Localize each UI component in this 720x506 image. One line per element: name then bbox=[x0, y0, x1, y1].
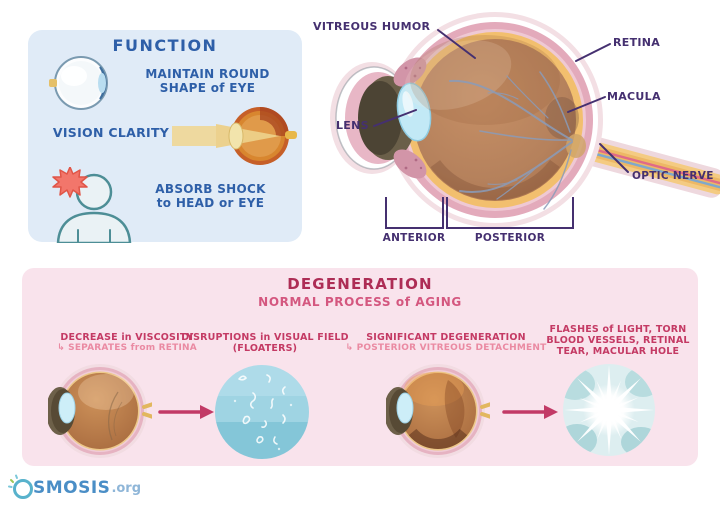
degenerating-eye-icon bbox=[48, 364, 152, 458]
flashes-circle-icon bbox=[563, 364, 655, 456]
floaters-circle-icon bbox=[215, 365, 309, 459]
stage-4-heading: FLASHES of LIGHT, TORN BLOOD VESSELS, RE… bbox=[546, 324, 690, 357]
function-item-vision: VISION CLARITY bbox=[36, 126, 186, 140]
label-anterior: ANTERIOR bbox=[382, 232, 446, 244]
label-optic-nerve: OPTIC NERVE bbox=[632, 170, 714, 182]
function-item-maintain-line1: MAINTAIN ROUND bbox=[145, 67, 270, 81]
osmosis-o-icon bbox=[8, 474, 33, 499]
logo-suffix: .org bbox=[111, 480, 142, 496]
stage-2-subheading: (FLOATERS) bbox=[232, 343, 298, 354]
label-macula: MACULA bbox=[607, 90, 661, 103]
label-posterior: POSTERIOR bbox=[474, 232, 546, 244]
impact-star bbox=[52, 167, 88, 198]
stage-1-heading-block: DECREASE in VISCOSITY ↳ SEPARATES from R… bbox=[37, 332, 217, 354]
degeneration-subtitle: NORMAL PROCESS of AGING bbox=[258, 295, 462, 309]
vision-beam-icon bbox=[172, 107, 297, 165]
degeneration-panel: DEGENERATION NORMAL PROCESS of AGING DEC… bbox=[22, 268, 698, 466]
person-impact-icon bbox=[52, 167, 132, 243]
function-panel: FUNCTION MAINTAIN ROUND SHAPE of EYE VIS… bbox=[28, 30, 302, 243]
detached-vitreous-eye-icon bbox=[386, 364, 490, 458]
arrow-right-icon bbox=[502, 405, 558, 419]
label-vitreous-humor: VITREOUS HUMOR bbox=[313, 20, 431, 33]
degeneration-title: DEGENERATION bbox=[287, 275, 433, 293]
stage-3-heading-block: SIGNIFICANT DEGENERATION ↳ POSTERIOR VIT… bbox=[341, 332, 551, 354]
segment-brackets bbox=[385, 197, 574, 229]
function-item-maintain: MAINTAIN ROUND SHAPE of EYE bbox=[125, 67, 290, 95]
eye-cross-section-art bbox=[330, 12, 720, 229]
stage-2-heading-block: DISRUPTIONS in VISUAL FIELD (FLOATERS) bbox=[170, 332, 360, 354]
function-item-shock-line1: ABSORB SHOCK bbox=[155, 182, 266, 196]
label-retina: RETINA bbox=[613, 36, 661, 49]
stage-3-subheading: ↳ POSTERIOR VITREOUS DETACHMENT bbox=[345, 343, 547, 353]
function-item-maintain-line2: SHAPE of EYE bbox=[159, 81, 256, 95]
stage-4-heading-block: FLASHES of LIGHT, TORN BLOOD VESSELS, RE… bbox=[536, 324, 700, 357]
eyeball-icon bbox=[49, 56, 108, 110]
optic-nerve-art bbox=[576, 134, 720, 198]
leader-lines bbox=[373, 29, 629, 173]
retinal-vessels bbox=[449, 71, 573, 210]
label-lens: LENS bbox=[336, 119, 369, 132]
function-item-shock-line2: to HEAD or EYE bbox=[156, 196, 265, 210]
eye-anatomy-diagram: VITREOUS HUMOR RETINA MACULA LENS OPTIC … bbox=[310, 0, 720, 255]
logo-wordmark: SMOSIS bbox=[33, 478, 111, 498]
stage-1-subheading: ↳ SEPARATES from RETINA bbox=[57, 343, 197, 353]
arrow-right-icon bbox=[158, 405, 214, 419]
osmosis-logo: SMOSIS.org bbox=[8, 474, 141, 502]
function-title: FUNCTION bbox=[112, 36, 218, 55]
function-item-shock: ABSORB SHOCK to HEAD or EYE bbox=[128, 182, 293, 210]
stage-3-heading: SIGNIFICANT DEGENERATION bbox=[366, 332, 526, 343]
stage-1-heading: DECREASE in VISCOSITY bbox=[60, 332, 194, 343]
function-item-vision-line1: VISION CLARITY bbox=[52, 125, 170, 140]
stage-2-heading: DISRUPTIONS in VISUAL FIELD bbox=[181, 332, 349, 343]
